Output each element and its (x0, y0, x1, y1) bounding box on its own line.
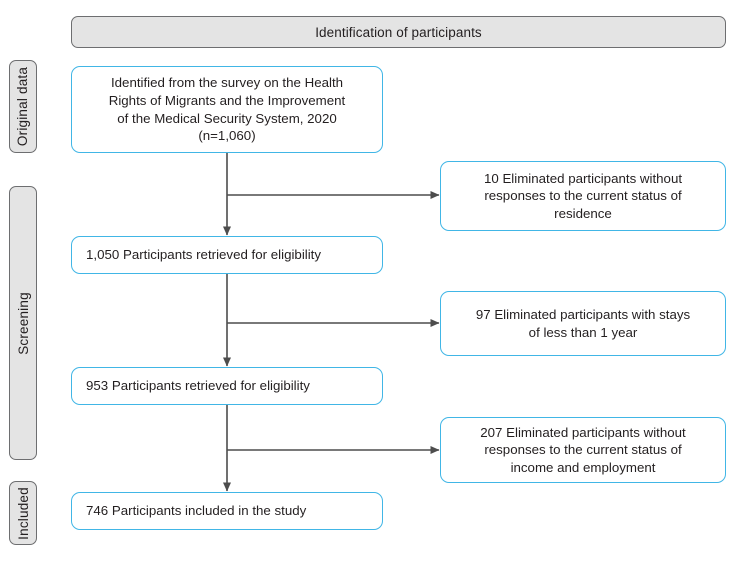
flow-box-excluded-207: 207 Eliminated participants without resp… (440, 417, 726, 483)
excluded-207-line-3: income and employment (510, 459, 656, 475)
stage-label-original-data: Original data (9, 60, 37, 153)
excluded-97-line-2: of less than 1 year (528, 324, 638, 340)
stage-label-text: Screening (15, 291, 31, 355)
flow-box-excluded-10-text: 10 Eliminated participants without respo… (441, 170, 725, 223)
flow-box-excluded-10: 10 Eliminated participants without respo… (440, 161, 726, 231)
flow-box-included-746: 746 Participants included in the study (71, 492, 383, 530)
stage-label-included: Included (9, 481, 37, 545)
flow-box-retrieved-953-text: 953 Participants retrieved for eligibili… (86, 378, 310, 394)
excluded-207-line-2: responses to the current status of (484, 442, 682, 458)
flow-box-retrieved-953: 953 Participants retrieved for eligibili… (71, 367, 383, 405)
stage-label-text: Original data (15, 66, 31, 147)
flow-box-retrieved-1050: 1,050 Participants retrieved for eligibi… (71, 236, 383, 274)
flow-box-excluded-97-text: 97 Eliminated participants with stays of… (441, 306, 725, 341)
flow-box-retrieved-1050-text: 1,050 Participants retrieved for eligibi… (86, 247, 322, 263)
stage-label-screening: Screening (9, 186, 37, 460)
identified-line-3: of the Medical Security System, 2020 (117, 110, 337, 126)
excluded-10-line-3: residence (554, 205, 612, 221)
identified-line-2: Rights of Migrants and the Improvement (108, 92, 346, 108)
excluded-10-line-1: 10 Eliminated participants without (483, 170, 683, 186)
header-title: Identification of participants (315, 24, 482, 40)
identified-line-4: (n=1,060) (198, 128, 256, 144)
flow-box-excluded-207-text: 207 Eliminated participants without resp… (441, 424, 725, 477)
stage-label-text: Included (15, 486, 31, 540)
header-band: Identification of participants (71, 16, 726, 48)
identified-line-1: Identified from the survey on the Health (110, 75, 344, 91)
flow-box-excluded-97: 97 Eliminated participants with stays of… (440, 291, 726, 356)
flow-box-identified-text: Identified from the survey on the Health… (72, 74, 382, 144)
flow-box-identified: Identified from the survey on the Health… (71, 66, 383, 153)
excluded-97-line-1: 97 Eliminated participants with stays (475, 306, 691, 322)
excluded-10-line-2: responses to the current status of (484, 188, 682, 204)
excluded-207-line-1: 207 Eliminated participants without (480, 424, 686, 440)
flow-box-included-746-text: 746 Participants included in the study (86, 503, 307, 519)
